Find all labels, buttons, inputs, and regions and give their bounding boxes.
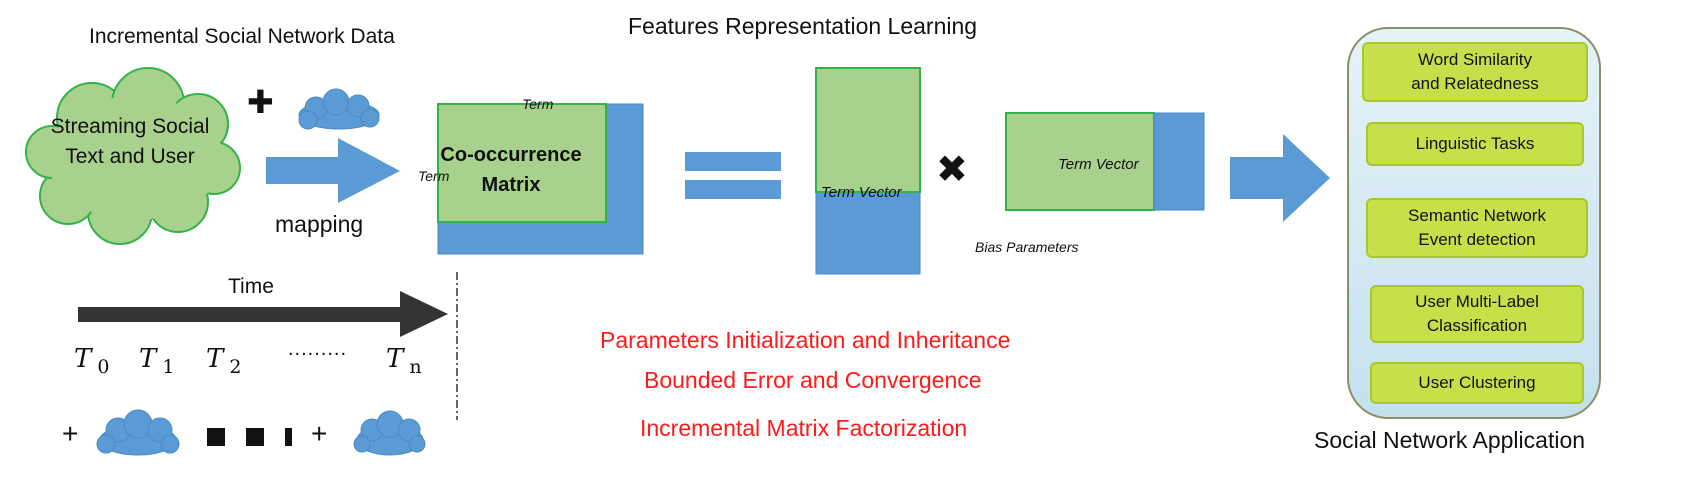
- left-vector-label: Term Vector: [821, 184, 902, 201]
- time-arrow-head-icon: [400, 291, 448, 337]
- bottom-plus-2: +: [311, 418, 328, 449]
- app-user-multilabel: User Multi-Label Classification: [1370, 285, 1584, 343]
- method-incremental-mf: Incremental Matrix Factorization: [640, 415, 968, 441]
- matrix-term-top: Term: [522, 96, 554, 112]
- title-incremental-data: Incremental Social Network Data: [89, 25, 395, 48]
- time-t2-symbol: T: [206, 344, 224, 374]
- time-tn-symbol: T: [386, 344, 404, 374]
- time-tn-sub: n: [409, 356, 422, 378]
- method-bounded-error: Bounded Error and Convergence: [644, 367, 982, 393]
- sequence-block-1: [207, 428, 225, 446]
- cloud-line-2: Text and User: [65, 145, 195, 168]
- bottom-cloud-left-icon: [96, 409, 180, 456]
- app-user-clustering-label: User Clustering: [1418, 373, 1536, 392]
- mapping-label: mapping: [275, 211, 364, 237]
- app-word-similarity-line-1: Word Similarity: [1418, 50, 1532, 69]
- app-word-similarity: Word Similarity and Relatedness: [1362, 42, 1588, 102]
- title-application: Social Network Application: [1314, 427, 1586, 453]
- matrix-green-block: [437, 103, 607, 223]
- app-user-multilabel-line-1: User Multi-Label: [1415, 292, 1539, 311]
- streaming-cloud-core: [47, 96, 223, 220]
- small-cloud-icon: [298, 88, 380, 130]
- cloud-line-1: Streaming Social: [50, 115, 210, 138]
- streaming-cloud-label: Streaming Social Text and User: [40, 112, 220, 172]
- app-user-clustering: User Clustering: [1370, 362, 1584, 404]
- time-t2-sub: 2: [229, 356, 242, 378]
- time-t1-symbol: T: [139, 344, 157, 374]
- right-vector-label: Term Vector: [1058, 156, 1139, 173]
- app-semantic-network-line-1: Semantic Network: [1408, 206, 1546, 225]
- mapping-arrow-icon: [266, 138, 400, 203]
- matrix-label-line-2: Matrix: [481, 174, 541, 196]
- app-linguistic-tasks: Linguistic Tasks: [1366, 122, 1584, 166]
- app-user-multilabel-line-2: Classification: [1426, 316, 1528, 335]
- app-linguistic-tasks-label: Linguistic Tasks: [1415, 134, 1535, 153]
- left-vector-blue: [815, 191, 921, 275]
- bottom-cloud-right-icon: [353, 410, 426, 456]
- time-label: Time: [228, 275, 274, 298]
- time-arrow-shaft: [78, 307, 408, 322]
- app-word-similarity-line-2: and Relatedness: [1411, 74, 1539, 93]
- matrix-label-line-1: Co-occurrence: [440, 144, 582, 166]
- equals-bar-bottom: [685, 180, 781, 199]
- time-t0-symbol: T: [74, 344, 92, 374]
- times-icon: ✖: [936, 149, 968, 191]
- time-dots: .........: [288, 338, 348, 360]
- sequence-block-2: [246, 428, 264, 446]
- app-semantic-network-line-2: Event detection: [1418, 230, 1536, 249]
- method-initialization: Parameters Initialization and Inheritanc…: [600, 327, 1011, 353]
- matrix-label: Co-occurrence Matrix: [426, 140, 596, 200]
- plus-icon: ✚: [247, 84, 274, 120]
- app-semantic-network: Semantic Network Event detection: [1366, 198, 1588, 258]
- right-vector-green: [1005, 112, 1155, 211]
- bottom-plus-1: +: [62, 418, 79, 449]
- equals-bar-top: [685, 152, 781, 171]
- time-t1-sub: 1: [162, 356, 175, 378]
- output-arrow-icon: [1230, 134, 1330, 222]
- sequence-block-3: [285, 428, 292, 446]
- right-vector-blue: [1153, 112, 1205, 211]
- title-feature-learning: Features Representation Learning: [628, 13, 978, 39]
- time-t0-sub: 0: [97, 356, 110, 378]
- bias-parameters-label: Bias Parameters: [975, 239, 1079, 255]
- matrix-term-left: Term: [418, 168, 450, 184]
- left-vector-green: [815, 67, 921, 193]
